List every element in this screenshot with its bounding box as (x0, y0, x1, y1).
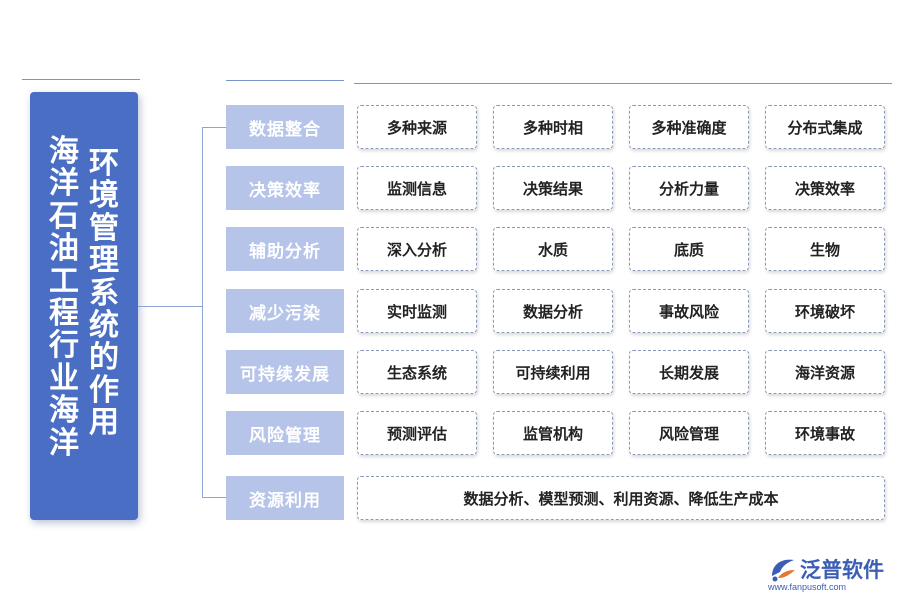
item-box: 监管机构 (493, 411, 613, 455)
connector-branch-1 (202, 127, 226, 128)
item-box: 分析力量 (629, 166, 749, 210)
top-line-middle (226, 80, 344, 81)
title-panel: 环境管理系统的作用 海洋石油工程行业海洋 (30, 92, 138, 520)
item-box: 生物 (765, 227, 885, 271)
item-box: 多种来源 (357, 105, 477, 149)
item-box: 可持续利用 (493, 350, 613, 394)
item-box: 多种时相 (493, 105, 613, 149)
top-line-right (354, 83, 892, 84)
connector-vertical-trunk (202, 127, 203, 498)
top-line-left (22, 79, 140, 80)
logo-name: 泛普软件 (800, 558, 884, 582)
item-box: 监测信息 (357, 166, 477, 210)
category-data-integration: 数据整合 (226, 105, 344, 149)
item-box: 决策效率 (765, 166, 885, 210)
item-box: 实时监测 (357, 289, 477, 333)
category-sustainable-development: 可持续发展 (226, 350, 344, 394)
category-resource-utilization: 资源利用 (226, 476, 344, 520)
item-box: 环境破坏 (765, 289, 885, 333)
item-box: 长期发展 (629, 350, 749, 394)
logo-url: www.fanpusoft.com (768, 582, 847, 592)
connector-branch-7 (202, 497, 226, 498)
title-line-2: 环境管理系统的作用 (89, 146, 119, 441)
item-box: 事故风险 (629, 289, 749, 333)
item-box: 预测评估 (357, 411, 477, 455)
title-line-1: 海洋石油工程行业海洋 (49, 134, 79, 461)
brand-logo: 泛普软件 www.fanpusoft.com (768, 552, 894, 596)
category-risk-management: 风险管理 (226, 411, 344, 455)
fanpu-logo-icon (772, 559, 795, 582)
item-box: 决策结果 (493, 166, 613, 210)
item-box: 环境事故 (765, 411, 885, 455)
item-box: 分布式集成 (765, 105, 885, 149)
category-auxiliary-analysis: 辅助分析 (226, 227, 344, 271)
item-box: 水质 (493, 227, 613, 271)
item-box: 数据分析 (493, 289, 613, 333)
item-box: 生态系统 (357, 350, 477, 394)
category-decision-efficiency: 决策效率 (226, 166, 344, 210)
category-reduce-pollution: 减少污染 (226, 289, 344, 333)
item-box: 海洋资源 (765, 350, 885, 394)
item-box: 底质 (629, 227, 749, 271)
item-box: 深入分析 (357, 227, 477, 271)
connector-horizontal-main (138, 306, 202, 307)
item-box: 多种准确度 (629, 105, 749, 149)
item-box-wide: 数据分析、模型预测、利用资源、降低生产成本 (357, 476, 885, 520)
item-box: 风险管理 (629, 411, 749, 455)
